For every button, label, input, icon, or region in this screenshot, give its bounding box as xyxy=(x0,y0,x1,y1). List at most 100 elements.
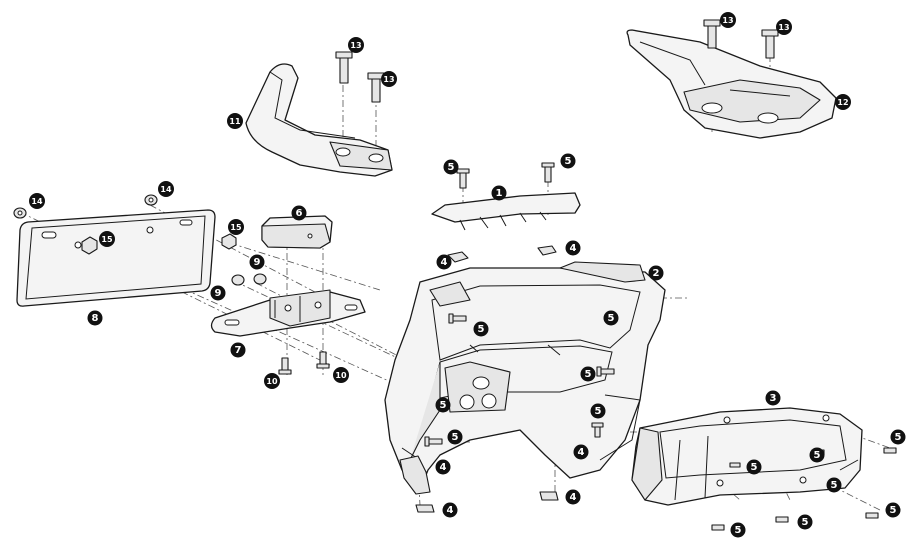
callout-label: 13 xyxy=(778,23,789,32)
callout-label: 13 xyxy=(383,75,394,84)
callout-badge-5: 5 xyxy=(809,447,825,463)
license-lamp xyxy=(261,215,333,249)
callout-circle xyxy=(565,240,581,256)
callout-label: 8 xyxy=(92,313,99,324)
callout-circle xyxy=(291,205,307,221)
callout-badge-3: 3 xyxy=(765,390,781,406)
callout-circle xyxy=(776,19,792,35)
callout-label: 4 xyxy=(570,243,577,254)
callout-badge-13: 13 xyxy=(381,71,397,87)
callout-circle xyxy=(565,489,581,505)
callout-circle xyxy=(590,403,606,419)
callout-circle xyxy=(560,153,576,169)
callout-badge-4: 4 xyxy=(565,489,581,505)
callout-label: 5 xyxy=(595,406,602,417)
callout-circle xyxy=(580,366,596,382)
callout-badge-5: 5 xyxy=(797,514,813,530)
callout-label: 4 xyxy=(570,492,577,503)
callout-badge-7: 7 xyxy=(230,342,246,358)
callout-label: 14 xyxy=(160,185,172,194)
callout-badge-5: 5 xyxy=(435,397,451,413)
callout-circle xyxy=(730,522,746,538)
callout-badge-10: 10 xyxy=(264,373,280,389)
callout-label: 5 xyxy=(608,313,615,324)
top-cover-strip xyxy=(431,192,581,231)
callout-label: 15 xyxy=(230,223,242,232)
callout-badge-5: 5 xyxy=(473,321,489,337)
callout-badge-13: 13 xyxy=(348,37,364,53)
callout-label: 5 xyxy=(895,432,902,443)
callout-circle xyxy=(436,254,452,270)
callout-badge-9: 9 xyxy=(210,285,226,301)
callout-label: 4 xyxy=(440,462,447,473)
screw-part-5 xyxy=(456,162,555,189)
callout-badge-10: 10 xyxy=(333,367,349,383)
plate-slot-hole xyxy=(179,219,193,226)
callout-badge-1: 1 xyxy=(491,185,507,201)
callout-badge-2: 2 xyxy=(648,265,664,281)
callout-label: 5 xyxy=(585,369,592,380)
callout-label: 3 xyxy=(770,393,777,404)
callout-label: 5 xyxy=(452,432,459,443)
callout-label: 4 xyxy=(447,505,454,516)
callout-badge-15: 15 xyxy=(99,231,115,247)
callout-label: 5 xyxy=(814,450,821,461)
screw-part-5 xyxy=(424,313,615,447)
callout-badge-4: 4 xyxy=(435,459,451,475)
callout-circle xyxy=(826,477,842,493)
callout-badge-13: 13 xyxy=(776,19,792,35)
callout-circle xyxy=(227,113,243,129)
callout-circle xyxy=(443,159,459,175)
callout-label: 10 xyxy=(335,371,347,380)
callout-circle xyxy=(648,265,664,281)
callout-circle xyxy=(249,254,265,270)
callout-badge-5: 5 xyxy=(826,477,842,493)
callout-label: 14 xyxy=(31,197,43,206)
callout-badge-5: 5 xyxy=(590,403,606,419)
callout-badge-5: 5 xyxy=(890,429,906,445)
callout-circle xyxy=(228,219,244,235)
callout-badge-8: 8 xyxy=(87,310,103,326)
callout-circle xyxy=(158,181,174,197)
callout-label: 9 xyxy=(215,288,222,299)
callout-badge-5: 5 xyxy=(580,366,596,382)
callout-label: 5 xyxy=(802,517,809,528)
callout-label: 13 xyxy=(350,41,361,50)
callout-label: 9 xyxy=(254,257,261,268)
callout-circle xyxy=(99,231,115,247)
plate-slot-hole xyxy=(41,231,57,239)
callout-circle xyxy=(797,514,813,530)
screw-part-10 xyxy=(278,351,330,375)
callout-label: 7 xyxy=(235,345,242,356)
callout-circle xyxy=(765,390,781,406)
callout-circle xyxy=(809,447,825,463)
callout-circle xyxy=(210,285,226,301)
callout-circle xyxy=(230,342,246,358)
callout-label: 5 xyxy=(831,480,838,491)
callout-circle xyxy=(890,429,906,445)
callout-label: 10 xyxy=(266,377,278,386)
callout-badge-13: 13 xyxy=(720,12,736,28)
callout-circle xyxy=(720,12,736,28)
callout-circle xyxy=(264,373,280,389)
callout-label: 4 xyxy=(578,447,585,458)
bolt-part-13 xyxy=(335,51,385,103)
callout-circle xyxy=(447,429,463,445)
callout-badge-5: 5 xyxy=(560,153,576,169)
callout-badge-6: 6 xyxy=(291,205,307,221)
callout-circle xyxy=(87,310,103,326)
callout-label: 5 xyxy=(448,162,455,173)
callout-label: 5 xyxy=(478,324,485,335)
right-grab-handle xyxy=(626,29,837,139)
callout-badge-11: 11 xyxy=(227,113,243,129)
nut-part-15 xyxy=(81,233,237,255)
callout-badge-9: 9 xyxy=(249,254,265,270)
lower-tray xyxy=(631,407,863,506)
plate-bracket xyxy=(210,289,366,337)
callout-circle xyxy=(333,367,349,383)
callout-circle xyxy=(435,397,451,413)
callout-label: 5 xyxy=(440,400,447,411)
washer-part-14 xyxy=(13,194,158,219)
callout-circle xyxy=(442,502,458,518)
